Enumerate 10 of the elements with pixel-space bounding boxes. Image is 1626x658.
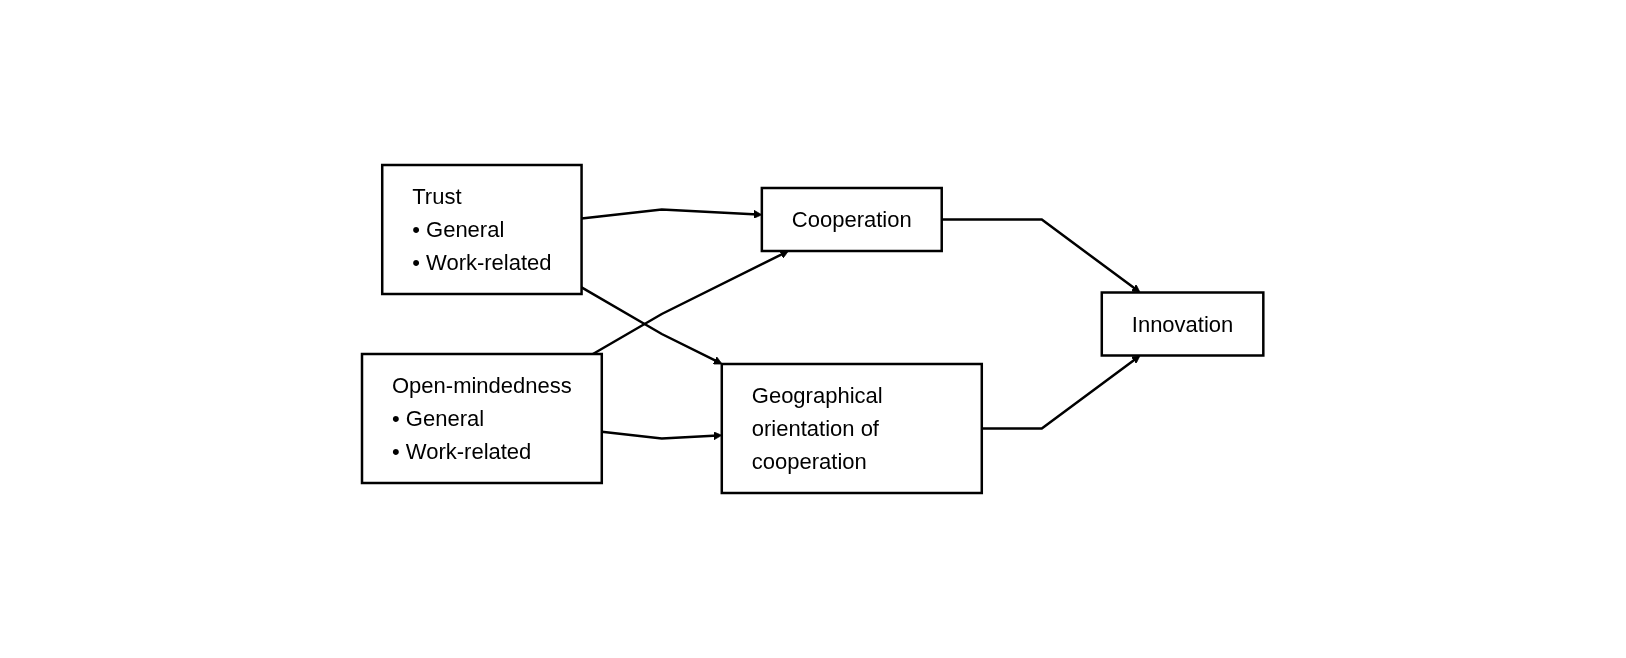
node-box: Innovation [1100, 291, 1265, 357]
node-box: Open-mindedness • General • Work-related [361, 352, 604, 485]
arrow [982, 355, 1141, 430]
arrow [581, 208, 763, 220]
node-box: Trust • General • Work-related [381, 163, 584, 296]
node-box: Cooperation [760, 186, 944, 253]
arrow [581, 286, 723, 365]
node-box: Geographical orientation of cooperation [720, 362, 984, 495]
arrow [602, 430, 723, 441]
arrow [942, 218, 1141, 293]
